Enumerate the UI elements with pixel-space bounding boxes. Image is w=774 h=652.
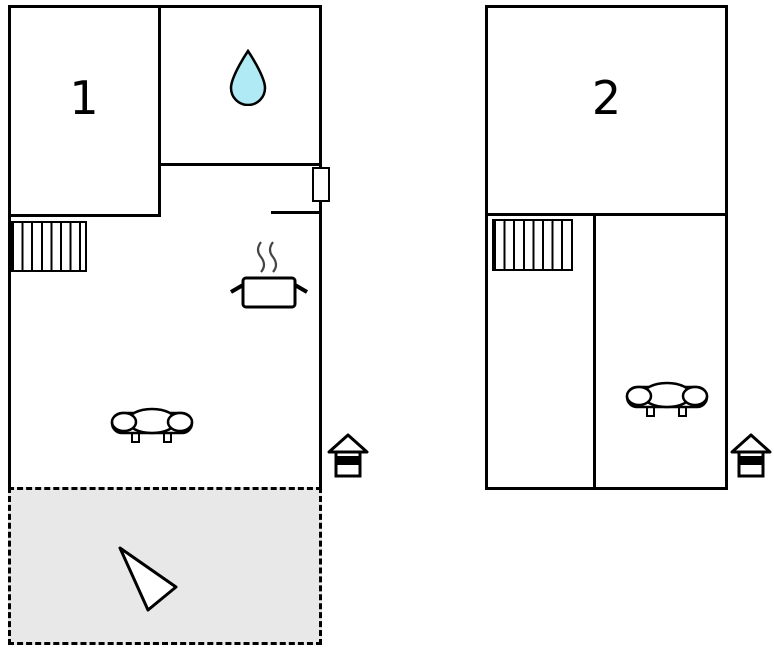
water-drop-icon [229,48,267,106]
wall [485,5,728,8]
wall [158,5,161,217]
wall [271,211,322,214]
wall [319,5,322,489]
wall [8,214,161,217]
entrance-house-icon [327,433,369,478]
stairs-icon [10,221,87,272]
pot-handle [293,283,309,294]
wall [485,487,728,490]
steam-line [268,241,278,273]
door [312,167,330,202]
wall [593,213,596,490]
sofa-arm [681,385,709,407]
house-roof [730,433,772,454]
house-roof [327,433,369,454]
sofa-arm [110,411,138,433]
arrow-shape [118,546,178,612]
floor-2-label: 2 [591,71,622,125]
wall [8,5,322,8]
terrace-area [8,487,322,645]
steam-line [256,241,266,273]
house-band [739,456,763,465]
sofa-arm [625,385,653,407]
sofa-icon [625,381,709,417]
wall [485,5,488,490]
direction-arrow-icon [118,546,178,612]
floor-1-label: 1 [69,71,99,125]
wall [8,5,11,489]
water-drop-shape [229,48,267,106]
pot-handle [229,283,245,294]
stairs-icon [492,219,573,271]
pot-body [241,276,297,309]
wall [485,213,728,216]
sofa-icon [110,407,194,443]
wall [725,5,728,490]
entrance-house-icon [730,433,772,478]
sofa-arm [166,411,194,433]
wall [158,163,322,166]
house-band [336,456,360,465]
cooking-pot-icon [229,241,309,309]
